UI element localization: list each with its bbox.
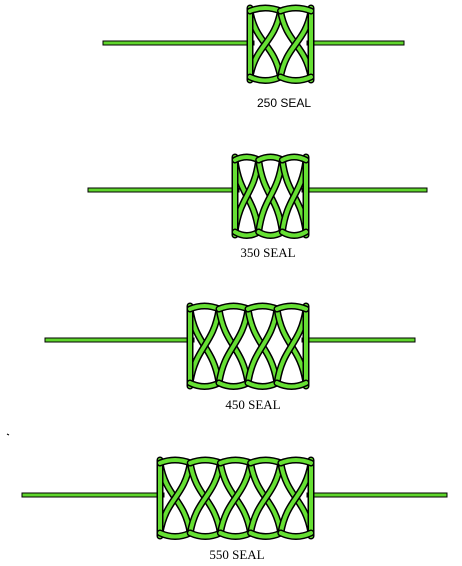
wire-right (301, 187, 428, 193)
wire-left (87, 187, 240, 193)
seal-350 (87, 153, 428, 239)
wire-right (306, 492, 448, 498)
wire-right (301, 337, 416, 343)
seal-crown (280, 155, 308, 162)
seal-base (278, 531, 313, 539)
seal-label-550: 550 SEAL (209, 547, 265, 562)
seal-450 (44, 302, 416, 390)
seal-label-450: 450 SEAL (225, 397, 281, 412)
seal-strand-up (217, 307, 250, 385)
seal-label-250: 250 SEAL (256, 96, 312, 110)
seal-crown (278, 458, 313, 465)
seal-250 (102, 4, 405, 84)
seal-strand-up (246, 307, 279, 385)
seal-crown (275, 304, 308, 311)
seal-550 (21, 456, 448, 540)
seal-strand-up (218, 461, 253, 535)
seal-base (278, 75, 313, 83)
seal-strand-up (188, 461, 223, 535)
seal-crown (278, 6, 313, 13)
stray-tick (6, 433, 10, 436)
seal-base (280, 230, 308, 238)
wire-left (44, 337, 195, 343)
seal-label-350: 350 SEAL (240, 245, 296, 260)
seal-base (275, 381, 308, 389)
wire-left (102, 40, 255, 46)
wire-right (306, 40, 405, 46)
wire-left (21, 492, 165, 498)
seal-strand-up (248, 461, 283, 535)
